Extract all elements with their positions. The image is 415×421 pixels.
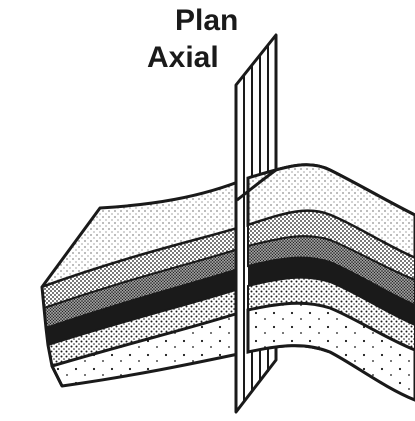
label-axial: Axial [147,43,219,73]
label-plan: Plan [175,6,238,36]
